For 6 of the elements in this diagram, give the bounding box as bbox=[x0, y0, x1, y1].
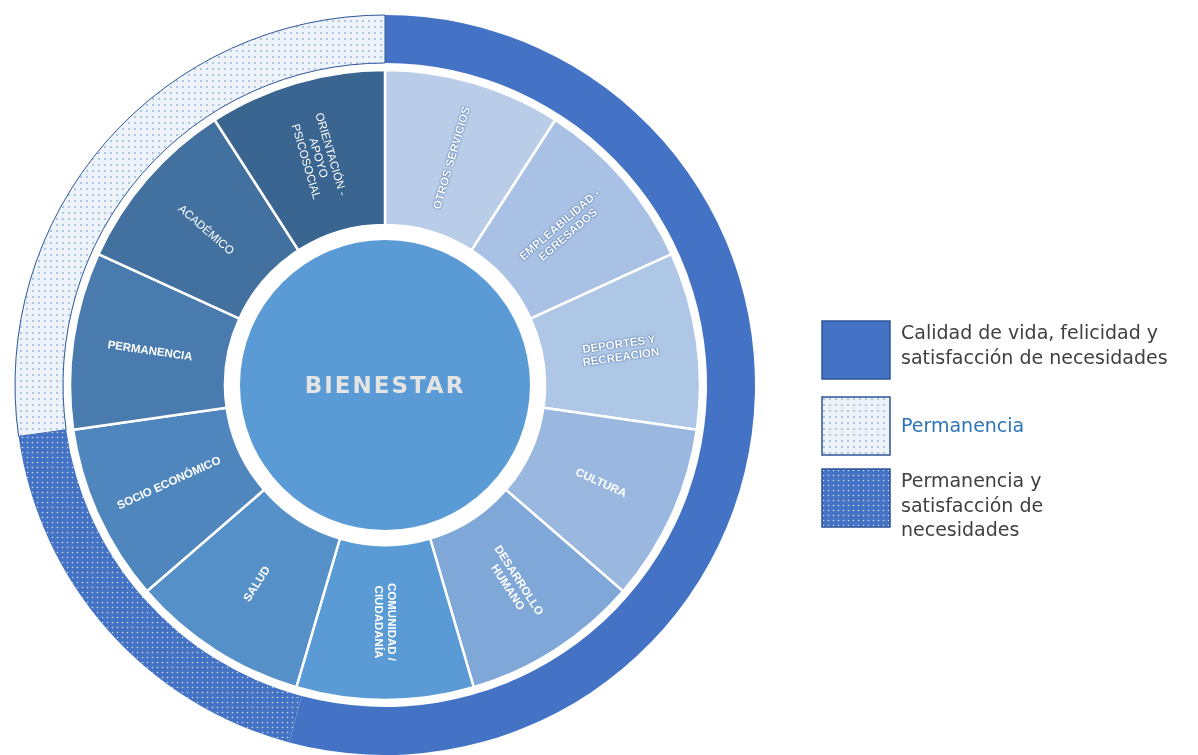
ring-segment bbox=[295, 537, 475, 701]
legend-label: Calidad de vida, felicidad y satisfacción de necesidades bbox=[901, 320, 1169, 370]
center-label: BIENESTAR bbox=[304, 372, 466, 398]
legend-label: Permanencia y satisfacción de necesidades bbox=[901, 468, 1045, 543]
legend-label: Permanencia bbox=[901, 413, 1026, 438]
segment-label: COMUNIDAD / CIUDADANÍA bbox=[372, 582, 399, 663]
